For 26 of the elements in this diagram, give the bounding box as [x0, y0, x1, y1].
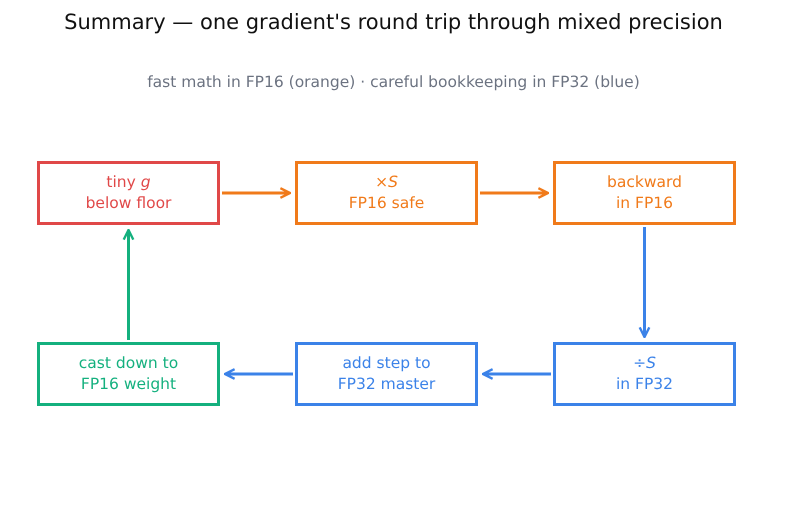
arrow [482, 368, 551, 380]
box-text: in FP16 [616, 193, 674, 214]
process-box [295, 342, 478, 406]
arrow [638, 227, 650, 338]
process-box [37, 342, 220, 406]
process-box [295, 161, 478, 225]
box-text: cast down to [78, 353, 178, 374]
process-box [553, 342, 736, 406]
box-text: tiny g [106, 172, 151, 193]
diagram-subtitle: fast math in FP16 (orange) · careful bookkeeping in FP32 (blue) [146, 73, 641, 91]
arrow [480, 187, 550, 199]
box-text: in FP32 [616, 374, 674, 395]
arrow [224, 368, 293, 380]
box-text: FP16 weight [80, 374, 176, 395]
process-box [37, 161, 220, 225]
arrow [222, 187, 292, 199]
arrow [122, 228, 134, 340]
box-text: ÷S [633, 353, 656, 374]
process-box [553, 161, 736, 225]
box-text: backward [607, 172, 682, 193]
box-text: FP16 safe [348, 193, 424, 214]
box-text: below floor [86, 193, 172, 214]
box-text: add step to [342, 353, 431, 374]
box-text: FP32 master [338, 374, 436, 395]
box-text: ×S [375, 172, 398, 193]
diagram-title: Summary — one gradient's round trip through mixed precision [63, 10, 724, 34]
